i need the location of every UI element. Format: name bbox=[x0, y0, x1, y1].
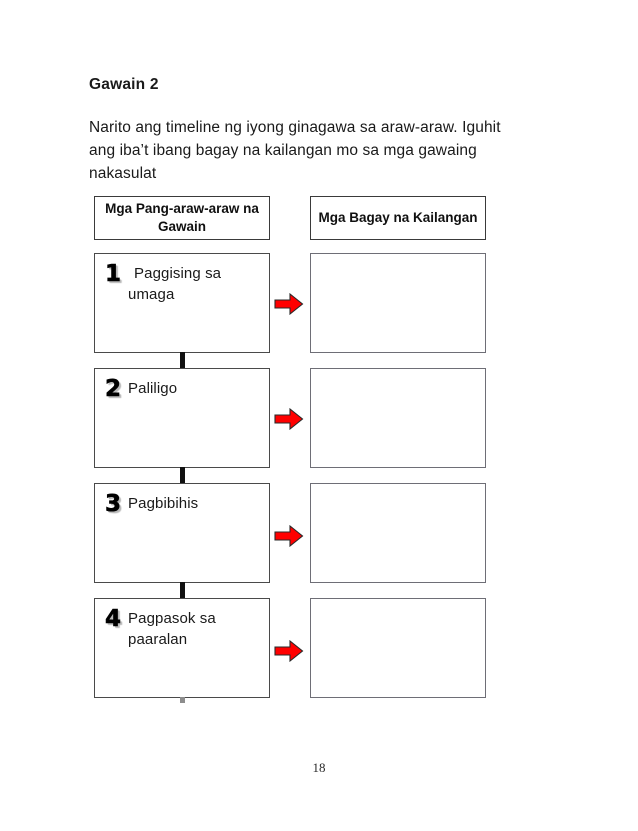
column-header-activities: Mga Pang-araw-araw na Gawain bbox=[94, 196, 270, 240]
activity-label-1: Paggising sa umaga bbox=[128, 265, 222, 303]
answer-box-3[interactable] bbox=[310, 483, 486, 583]
activity-label-2: Paliligo bbox=[128, 380, 178, 397]
activity-label-4: Pagpasok sa paaralan bbox=[128, 610, 216, 648]
activity-box-2: 2 Paliligo bbox=[94, 368, 270, 468]
instructions-text: Narito ang timeline ng iyong ginagawa sa… bbox=[89, 119, 501, 182]
activity-box-4: 4 Pagpasok sa paaralan bbox=[94, 598, 270, 698]
step-number-badge-4: 4 bbox=[105, 606, 122, 632]
step-number-badge-2: 2 bbox=[105, 376, 122, 402]
timeline-connector-2-3 bbox=[180, 467, 185, 484]
activity-content-4: 4 Pagpasok sa paaralan bbox=[105, 606, 263, 650]
page-title: Gawain 2 bbox=[89, 76, 159, 93]
activity-box-1: 1 Paggising sa umaga bbox=[94, 253, 270, 353]
right-arrow-icon-1 bbox=[274, 291, 304, 317]
activity-box-3: 3 Pagbibihis bbox=[94, 483, 270, 583]
right-arrow-icon-3 bbox=[274, 523, 304, 549]
activity-label-3: Pagbibihis bbox=[128, 495, 199, 512]
column-header-needs: Mga Bagay na Kailangan bbox=[310, 196, 486, 240]
column-header-needs-label: Mga Bagay na Kailangan bbox=[318, 210, 478, 225]
answer-box-4[interactable] bbox=[310, 598, 486, 698]
right-arrow-icon-2 bbox=[274, 406, 304, 432]
timeline-connector-end-stub bbox=[180, 697, 185, 703]
column-header-activities-label: Mga Pang-araw-araw na Gawain bbox=[105, 201, 259, 234]
answer-box-1[interactable] bbox=[310, 253, 486, 353]
timeline-connector-3-4 bbox=[180, 582, 185, 599]
activity-content-1: 1 Paggising sa umaga bbox=[105, 261, 263, 305]
page-number: 18 bbox=[312, 760, 326, 775]
timeline-connector-1-2 bbox=[180, 352, 185, 369]
step-number-badge-3: 3 bbox=[105, 491, 122, 517]
activity-content-3: 3 Pagbibihis bbox=[105, 491, 263, 517]
activity-content-2: 2 Paliligo bbox=[105, 376, 263, 402]
right-arrow-icon-4 bbox=[274, 638, 304, 664]
step-number-badge-1: 1 bbox=[105, 261, 122, 287]
answer-box-2[interactable] bbox=[310, 368, 486, 468]
